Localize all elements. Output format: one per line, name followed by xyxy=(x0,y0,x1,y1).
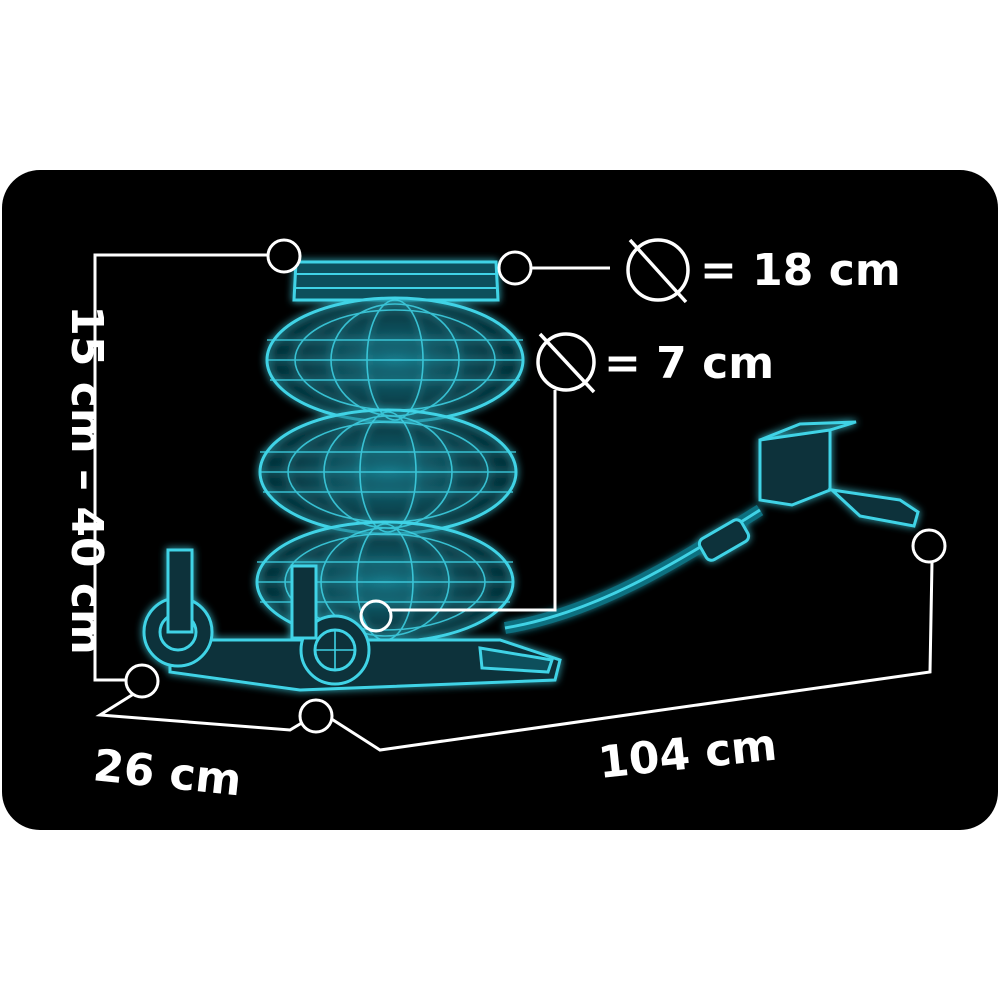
top-diameter-label: = 18 cm xyxy=(700,245,901,296)
height-dimension-line xyxy=(93,253,270,682)
circle-marker-icon xyxy=(359,599,393,633)
wheel-post-right xyxy=(290,564,318,640)
diameter-icon xyxy=(536,332,596,394)
jack-top-plate xyxy=(292,260,500,302)
air-jack-illustration xyxy=(142,260,920,692)
circle-marker-icon xyxy=(911,528,947,564)
circle-marker-icon xyxy=(124,663,160,699)
diameter-icon xyxy=(626,238,690,304)
circle-marker-icon xyxy=(266,238,302,274)
height-label: 15 cm – 40 cm xyxy=(61,305,112,655)
callout-markers xyxy=(124,238,947,734)
circle-marker-icon xyxy=(497,250,533,286)
handle-end xyxy=(827,487,920,528)
wheel-post-left xyxy=(166,548,194,634)
valve-head xyxy=(758,428,832,507)
length-dimension-line xyxy=(329,561,934,752)
mid-diameter-leader xyxy=(388,390,557,612)
mid-diameter-label: = 7 cm xyxy=(604,338,774,389)
handle-grip xyxy=(697,518,751,562)
circle-marker-icon xyxy=(298,698,334,734)
